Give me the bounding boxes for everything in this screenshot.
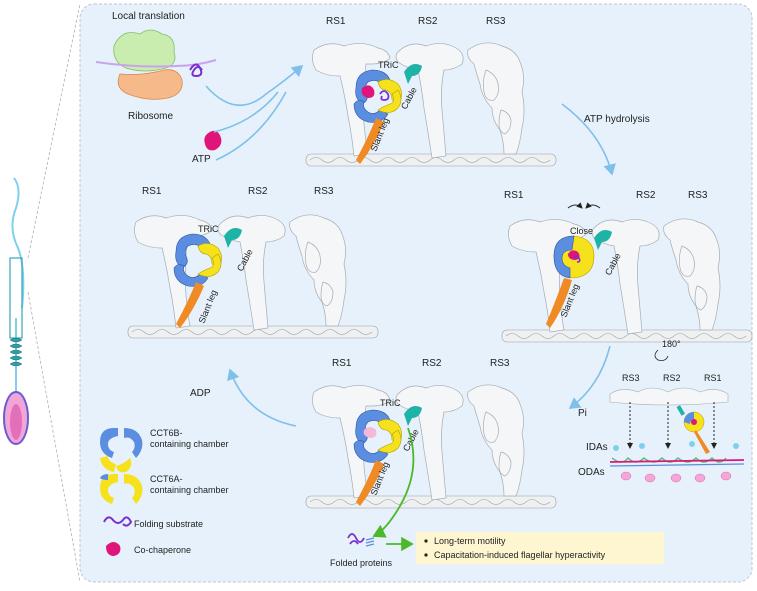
folded-proteins-label: Folded proteins bbox=[330, 558, 393, 568]
microtubule-icon bbox=[609, 459, 745, 463]
cct6b-chamber-swatch-icon bbox=[100, 428, 143, 473]
slant-leg-icon bbox=[176, 282, 204, 328]
cable-icon bbox=[594, 230, 612, 250]
atp-label: ATP bbox=[192, 154, 211, 165]
flow-arrow-translation bbox=[205, 64, 304, 107]
closing-arrow-icon bbox=[585, 202, 601, 209]
co-chaperone-bound-icon bbox=[568, 250, 580, 260]
cct6a-chamber-swatch-icon bbox=[100, 474, 143, 504]
adp-label: ADP bbox=[190, 388, 211, 399]
folding-substrate-label: Folding substrate bbox=[134, 519, 203, 529]
folding-substrate-icon bbox=[103, 516, 133, 527]
rs3-label: RS3 bbox=[490, 358, 510, 369]
legend: CCT6B- containing chamber CCT6A- contain… bbox=[100, 428, 229, 556]
sperm-cell-illustration bbox=[3, 3, 81, 583]
flow-arrow-cochaperone bbox=[213, 91, 279, 133]
cable-icon bbox=[404, 64, 422, 84]
substrate-bound-icon bbox=[573, 255, 581, 263]
rs1-label: RS1 bbox=[142, 186, 162, 197]
co-chaperone-legend-icon bbox=[106, 542, 121, 556]
nascent-substrate-icon bbox=[189, 63, 203, 78]
folded-protein-icon bbox=[347, 533, 365, 545]
closing-arrow-icon bbox=[567, 202, 583, 209]
rs2-label: RS2 bbox=[248, 186, 268, 197]
atp-hydrolysis-label: ATP hydrolysis bbox=[584, 114, 650, 125]
mrna-strand-icon bbox=[95, 59, 217, 68]
flow-arrow-adp bbox=[227, 368, 297, 427]
rotated-view-inset: 180° RS3 RS2 RS1 IDAs ODAs bbox=[578, 339, 745, 483]
local-translation-label: Local translation bbox=[112, 11, 185, 22]
rs1-label: RS1 bbox=[326, 16, 346, 27]
tric-label: TRiC bbox=[378, 60, 399, 70]
release-arrow-icon bbox=[372, 427, 415, 538]
flow-arrow-pi bbox=[568, 345, 611, 409]
rs2-label: RS2 bbox=[636, 190, 656, 201]
slant-leg-icon bbox=[546, 278, 572, 328]
slant-leg-icon bbox=[356, 118, 384, 164]
odas-label: ODAs bbox=[578, 467, 605, 478]
cable-icon bbox=[224, 228, 242, 248]
tric-label: TRiC bbox=[198, 224, 219, 234]
co-chaperone-released-icon bbox=[363, 427, 377, 438]
rs3-label: RS3 bbox=[622, 373, 640, 383]
flow-arrow-atp bbox=[215, 91, 287, 161]
co-chaperone-icon bbox=[204, 130, 222, 151]
state-right: RS1 RS2 RS3 Close Cable Slant leg bbox=[501, 190, 753, 343]
rs1-label: RS1 bbox=[504, 190, 524, 201]
cable-icon bbox=[404, 406, 422, 426]
rs2-label: RS2 bbox=[418, 16, 438, 27]
rs3-label: RS3 bbox=[688, 190, 708, 201]
flow-arrow-hydrolysis bbox=[561, 103, 616, 176]
tric-complex-icon bbox=[353, 69, 402, 123]
ribosome-label: Ribosome bbox=[128, 111, 173, 122]
nexin-icon bbox=[613, 441, 739, 451]
cct6a-label-line2: containing chamber bbox=[150, 485, 229, 495]
rs1-label: RS1 bbox=[704, 373, 722, 383]
cct6a-label-line1: CCT6A- bbox=[150, 474, 183, 484]
oda-icon bbox=[620, 471, 732, 483]
tric-inset-icon bbox=[676, 405, 710, 454]
ribosome-small-subunit-icon bbox=[113, 29, 176, 72]
idas-label: IDAs bbox=[586, 442, 608, 453]
rotation-label: 180° bbox=[662, 339, 681, 349]
rotation-icon bbox=[654, 349, 669, 361]
ribosome-group: Local translation Ribosome bbox=[95, 11, 217, 122]
substrate-bound-icon bbox=[379, 90, 390, 101]
outcome-item: Long-term motility bbox=[434, 536, 506, 546]
slant-leg-icon bbox=[356, 460, 384, 506]
main-panel bbox=[79, 3, 753, 583]
tric-complex-icon bbox=[353, 409, 402, 463]
ribosome-large-subunit-icon bbox=[117, 69, 183, 100]
rs3-label: RS3 bbox=[486, 16, 506, 27]
rs2-label: RS2 bbox=[422, 358, 442, 369]
tric-closed-icon bbox=[553, 235, 595, 279]
tric-label: TRiC bbox=[380, 398, 401, 408]
close-label: Close bbox=[570, 226, 593, 236]
cct6b-label-line2: containing chamber bbox=[150, 439, 229, 449]
rs3-label: RS3 bbox=[314, 186, 334, 197]
co-chaperone-bound-icon bbox=[361, 85, 375, 98]
pi-label: Pi bbox=[578, 408, 587, 419]
cct6b-label-line1: CCT6B- bbox=[150, 428, 183, 438]
rs2-label: RS2 bbox=[663, 373, 681, 383]
folded-proteins: Folded proteins bbox=[330, 533, 414, 568]
outcome-item: Capacitation-induced flagellar hyperacti… bbox=[434, 550, 606, 560]
rs1-label: RS1 bbox=[332, 358, 352, 369]
co-chaperone-label: Co-chaperone bbox=[134, 545, 191, 555]
folded-protein-icon bbox=[365, 537, 375, 547]
outcome-box bbox=[416, 532, 664, 564]
